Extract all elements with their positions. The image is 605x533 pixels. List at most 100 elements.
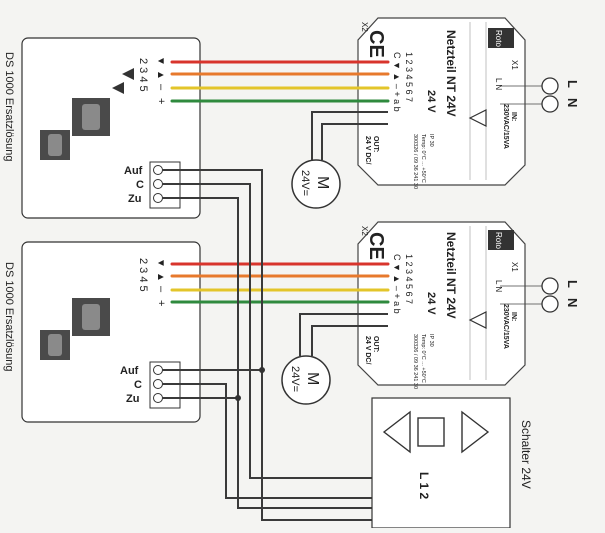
controller-2-label-c: C [134,379,142,391]
psu-1-title: Netzteil NT 24V [444,30,458,117]
psu-1-brand-logo: Roto [488,28,514,48]
psu-2-in-value: 230VAC/15VA [502,304,509,349]
psu-2-voltage: 24 V [425,292,437,315]
psu-1-terminal-marks: C ▼ ▲ – + a b [392,52,402,112]
controller-1-terminal-numbers: 2 3 4 5 [137,58,149,92]
controller-2-sign-plus: + [155,300,167,306]
psu-2-mains-n: N [565,298,580,307]
controller-1-sign-up: ▲ [155,70,166,80]
terminal-icon [541,95,559,113]
controller-1-sign-down: ▼ [155,56,166,66]
controller-1-label-auf: Auf [124,165,143,177]
controller-2-keypad-icon [40,298,110,360]
power-supply-1: Roto CE X2 Netzteil NT 24V C ▼ ▲ – + a b… [357,17,580,189]
controller-1-label-c: C [136,179,144,191]
psu-1-ce-mark: CE [365,30,387,58]
controller-2-label-zu: Zu [126,393,139,405]
psu-1-out-label: OUT: [372,136,379,152]
motor-2-voltage: 24V= [289,366,301,392]
psu-2-mains-l: L [565,280,580,288]
psu-1-x1-label: X1 [510,60,519,70]
psu-2-ip: IP 30 [428,334,434,347]
controller-2-signs: ▼ ▲ – + [155,258,167,306]
psu-2-code: 300326 / 09 36 241 30 [412,334,418,389]
controller-2-sign-down: ▼ [155,258,166,268]
switch-terminals: L 1 2 [417,472,431,499]
motor-2: M 24V= [281,355,331,405]
terminal-icon [541,295,559,313]
controller-2-label-auf: Auf [120,365,139,377]
controller-1-signs: ▼ ▲ – + [155,56,167,104]
warning-icon [468,109,487,127]
psu-1-housing [357,17,526,186]
psu-1-mains-n: N [565,98,580,107]
svg-text:Roto: Roto [494,30,503,47]
screw-icon [153,393,163,403]
terminal-icon [541,77,559,95]
psu-2-out-label: OUT: [372,336,379,352]
controller-2: 2 3 4 5 ▼ ▲ – + Auf C Zu DS 1000 Ersatzl… [3,241,201,423]
motor-1-icon [291,159,341,209]
psu-2-x2-label: X2 [360,226,369,236]
controller-1-arrow-icon [122,68,134,80]
motor-2-icon [281,355,331,405]
psu-2-brand-logo: Roto [488,230,514,250]
screw-icon [153,179,163,189]
psu-1-temp: Temp: 0°C ... +50°C [420,134,426,183]
psu-1-in-label: IN: [510,112,517,121]
psu-2-x1-label: X1 [510,262,519,272]
psu-1-terminal-numbers: 1 2 3 4 5 6 7 [404,52,414,102]
controller-1-keypad-icon [40,98,110,160]
screw-icon [153,379,163,389]
psu-1-mains-terminals [500,77,559,113]
controller-1-sign-minus: – [155,84,167,91]
switch-title: Schalter 24V [519,420,533,489]
controller-2-caption: DS 1000 Ersatzlösung [3,262,15,371]
terminal-icon [541,277,559,295]
psu-2-terminal-marks: C ▼ ▲ – + a b [392,254,402,314]
psu-2-housing [357,221,526,386]
controller-1-arrow-icon [112,82,124,94]
controller-1: 2 3 4 5 ▼ ▲ – + Auf C Zu DS 1000 Ersatzl… [3,37,201,219]
controller-2-sign-minus: – [155,286,167,293]
stop-square-icon [417,417,445,447]
arrow-right-icon [461,410,490,454]
controller-1-sign-plus: + [155,98,167,104]
psu-2-temp: Temp: 0°C ... +50°C [420,334,426,383]
controller-2-terminal-numbers: 2 3 4 5 [137,258,149,292]
control-wires [162,169,372,521]
psu-1-ln-small: L N [494,78,503,90]
psu-2-terminal-numbers: 1 2 3 4 5 6 7 [404,254,414,304]
psu-1-out-value: 24 V DC/ [364,136,371,164]
controller-1-label-zu: Zu [128,193,141,205]
psu-2-title: Netzteil NT 24V [444,232,458,319]
psu-1-voltage: 24 V [425,90,437,113]
controller-1-caption: DS 1000 Ersatzlösung [3,52,15,161]
psu-2-out-value: 24 V DC/ [364,336,371,364]
power-supply-2: Roto CE X2 Netzteil NT 24V C ▼ ▲ – + a b… [357,221,580,389]
psu-1-x2-label: X2 [360,22,369,32]
psu-1-in-value: 230VAC/15VA [502,104,509,149]
screw-icon [153,165,163,175]
switch-24v: L 1 2 Schalter 24V [371,397,533,529]
psu-1-ip: IP 30 [428,134,434,147]
psu-2-mains-terminals [500,277,559,313]
warning-icon [468,311,487,329]
psu-2-ce-mark: CE [365,232,387,260]
motor-2-letter: M [304,372,321,385]
psu-2-ln-small: L N [494,280,503,292]
psu-1-code: 300326 / 09 36 241 30 [412,134,418,189]
psu-2-in-label: IN: [510,312,517,321]
screw-icon [153,193,163,203]
controller-2-sign-up: ▲ [155,272,166,282]
motor-1: M 24V= [291,159,341,209]
colored-wires [170,60,390,304]
motor-wires [299,111,388,356]
screw-icon [153,365,163,375]
svg-text:Roto: Roto [494,232,503,249]
motor-1-voltage: 24V= [299,170,311,196]
arrow-left-icon [382,410,411,454]
psu-1-mains-l: L [565,80,580,88]
